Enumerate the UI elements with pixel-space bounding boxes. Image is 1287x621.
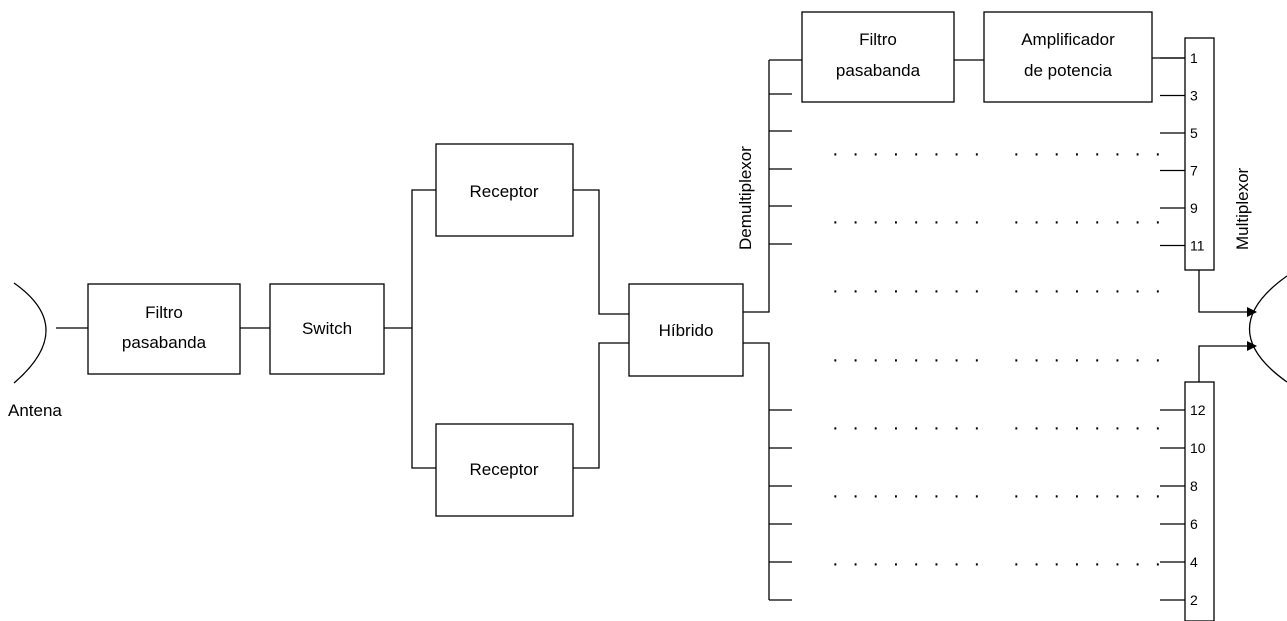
ellipsis-dots: · · · · · · · · [1013,143,1165,165]
hybrid-block [628,283,744,377]
ellipsis-dots: · · · · · · · · [1013,211,1165,233]
ellipsis-dots: · · · · · · · · [832,485,984,507]
ellipsis-dots: · · · · · · · · [1013,485,1165,507]
receiver-top [435,143,574,237]
arrow-mux-bottom-to-antenna [1198,341,1257,382]
input-filter-label-line2: pasabanda [122,333,207,352]
demultiplexer-label: Demultiplexor [736,146,755,250]
amplifier-label-line1: Amplificador [1021,30,1115,49]
multiplexer-bottom-ports: 12 10 8 6 4 2 [1160,402,1206,608]
multiplexer-top-ports: 1 3 5 7 9 11 [1160,50,1205,254]
ellipsis-dots: · · · · · · · · [832,143,984,165]
hybrid-label: Híbrido [659,321,714,340]
channel-number: 3 [1190,88,1198,104]
channel-number: 8 [1190,478,1198,494]
demux-bus-top [743,60,770,313]
channel-number: 5 [1190,125,1198,141]
wire-receiver-bottom-hybrid [573,342,629,469]
channel-number: 11 [1190,238,1205,254]
receiver-bottom-label: Receptor [470,460,539,479]
ellipsis-dots: · · · · · · · · [1013,280,1165,302]
ellipsis-dots: · · · · · · · · [832,211,984,233]
ellipsis-dots: · · · · · · · · [832,417,984,439]
input-filter-label-line1: Filtro [145,303,183,322]
demux-branches [769,59,802,601]
transmit-antenna-dish [1249,275,1287,383]
ellipsis-dots: · · · · · · · · [1013,349,1165,371]
switch-block [269,283,385,375]
channel-number: 2 [1190,592,1198,608]
receive-antenna-dish [13,282,47,384]
receiver-top-label: Receptor [470,182,539,201]
ellipsis-dots: · · · · · · · · [832,553,984,575]
arrow-mux-top-to-antenna [1198,270,1257,317]
receiver-bottom [435,423,574,517]
amplifier-label-line2: de potencia [1024,61,1112,80]
channel-number: 1 [1190,50,1198,66]
wire-switch-to-receivers [411,189,436,469]
channel-number: 9 [1190,200,1198,216]
channel-number: 7 [1190,163,1198,179]
multiplexer-bottom [1184,381,1215,621]
antenna-label: Antena [8,401,62,420]
output-bandpass-filter [801,11,955,103]
ellipsis-dots: · · · · · · · · [832,280,984,302]
channel-number: 4 [1190,554,1198,570]
ellipsis-dots: · · · · · · · · [1013,553,1165,575]
output-filter-label-line1: Filtro [859,30,897,49]
multiplexer-label: Multiplexor [1233,167,1252,250]
channel-ellipsis-rows: · · · · · · · · · · · · · · · · · · · · · … [832,143,1165,575]
demux-bus-bottom [743,342,770,600]
ellipsis-dots: · · · · · · · · [832,349,984,371]
power-amplifier [983,11,1153,103]
channel-number: 12 [1190,402,1206,418]
ellipsis-dots: · · · · · · · · [1013,417,1165,439]
multiplexer-top [1184,37,1215,271]
wire-receiver-top-hybrid [573,189,629,315]
input-bandpass-filter [87,283,241,375]
channel-number: 6 [1190,516,1198,532]
switch-label: Switch [302,319,352,338]
channel-number: 10 [1190,440,1206,456]
output-filter-label-line2: pasabanda [836,61,921,80]
